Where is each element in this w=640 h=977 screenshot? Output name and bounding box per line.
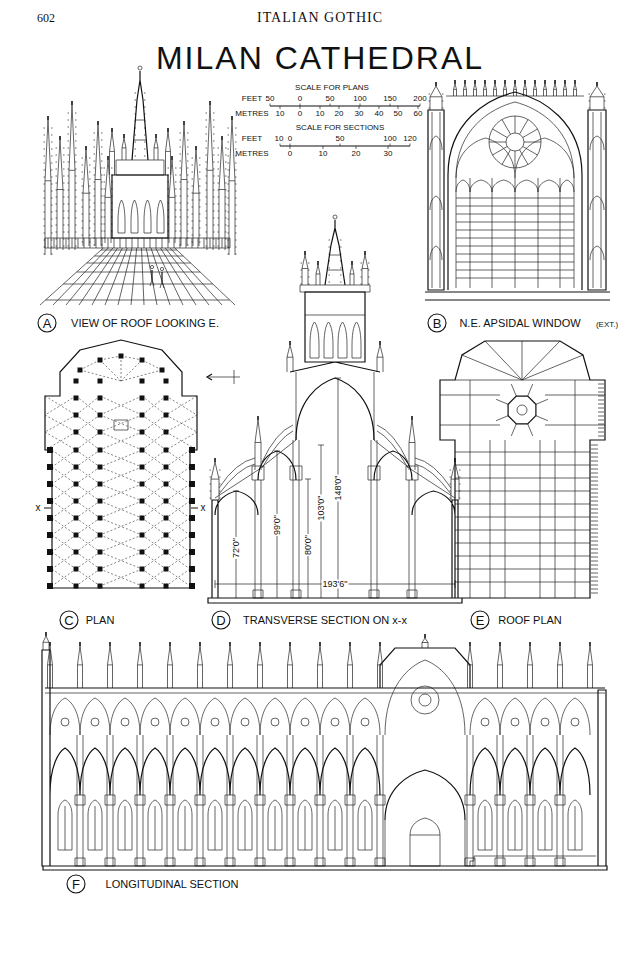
scale-number: 30 [355, 110, 364, 118]
running-header: ITALIAN GOTHIC [257, 11, 383, 25]
panel-letter: C [64, 614, 73, 627]
scale-number: 20 [335, 110, 344, 118]
dimension: 148'0" [334, 475, 343, 502]
scale-unit: FEET [242, 95, 262, 103]
panel-letter: D [216, 614, 225, 627]
solid-piers [45, 80, 598, 646]
letter-ring [212, 611, 230, 629]
vault-ribs [45, 356, 197, 586]
panel-letter: E [476, 614, 485, 627]
page-number: 602 [37, 12, 55, 24]
panel-letter: F [72, 878, 80, 891]
panel-caption: LONGITUDINAL SECTION [106, 879, 239, 890]
letter-ring [428, 314, 446, 332]
scale-number: 0 [298, 110, 302, 118]
scale-number: 120 [403, 135, 416, 143]
scale-number: 50 [336, 135, 345, 143]
scale-number: 50 [266, 95, 275, 103]
scale-unit: METRES [235, 110, 268, 118]
panel-caption: ROOF PLAN [498, 615, 562, 626]
letter-ring [60, 611, 78, 629]
scale-number: 0 [288, 135, 292, 143]
page-title: MILAN CATHEDRAL [156, 42, 484, 74]
section-marker: x [35, 503, 42, 513]
scale-number: 100 [353, 95, 366, 103]
scale-number: 20 [352, 150, 361, 158]
line-work [40, 66, 606, 866]
letter-ring [471, 611, 489, 629]
scale-number: 50 [326, 95, 335, 103]
scale-number: 40 [375, 110, 384, 118]
scale-number: 10 [319, 150, 328, 158]
scale-number: 0 [288, 150, 292, 158]
letter-ring [38, 314, 56, 332]
scale-unit: METRES [235, 150, 268, 158]
panel-caption: PLAN [86, 615, 115, 626]
scale-number: 10 [316, 110, 325, 118]
panel-letter: B [433, 317, 442, 330]
heavy-line-work [42, 71, 610, 870]
panel-letter: A [43, 317, 52, 330]
scale-number: 100 [383, 135, 396, 143]
scale-number: 10 [276, 110, 285, 118]
scale-unit: FEET [242, 135, 262, 143]
dimension: 193'6" [322, 580, 349, 589]
dimension: 103'0" [317, 495, 326, 522]
dimension: 80'0" [304, 534, 313, 556]
scale-title: SCALE FOR SECTIONS [296, 124, 384, 132]
scale-number: 150 [383, 95, 396, 103]
scale-number: 200 [413, 95, 426, 103]
letter-ring [67, 875, 85, 893]
panel-caption: (EXT.) [596, 321, 618, 329]
panel-caption: VIEW OF ROOF LOOKING E. [71, 318, 219, 329]
scale-number: 50 [394, 110, 403, 118]
scale-number: 10 [275, 135, 284, 143]
scale-title: SCALE FOR PLANS [295, 84, 369, 92]
dimension: 72'0" [232, 537, 241, 559]
panel-caption: N.E. APSIDAL WINDOW [459, 318, 580, 329]
section-marker: x [200, 503, 207, 513]
scale-number: 60 [414, 110, 423, 118]
scale-number: 0 [298, 95, 302, 103]
panel-caption: TRANSVERSE SECTION ON x-x [243, 615, 407, 626]
dimension: 99'0" [273, 514, 282, 536]
scale-number: 30 [384, 150, 393, 158]
